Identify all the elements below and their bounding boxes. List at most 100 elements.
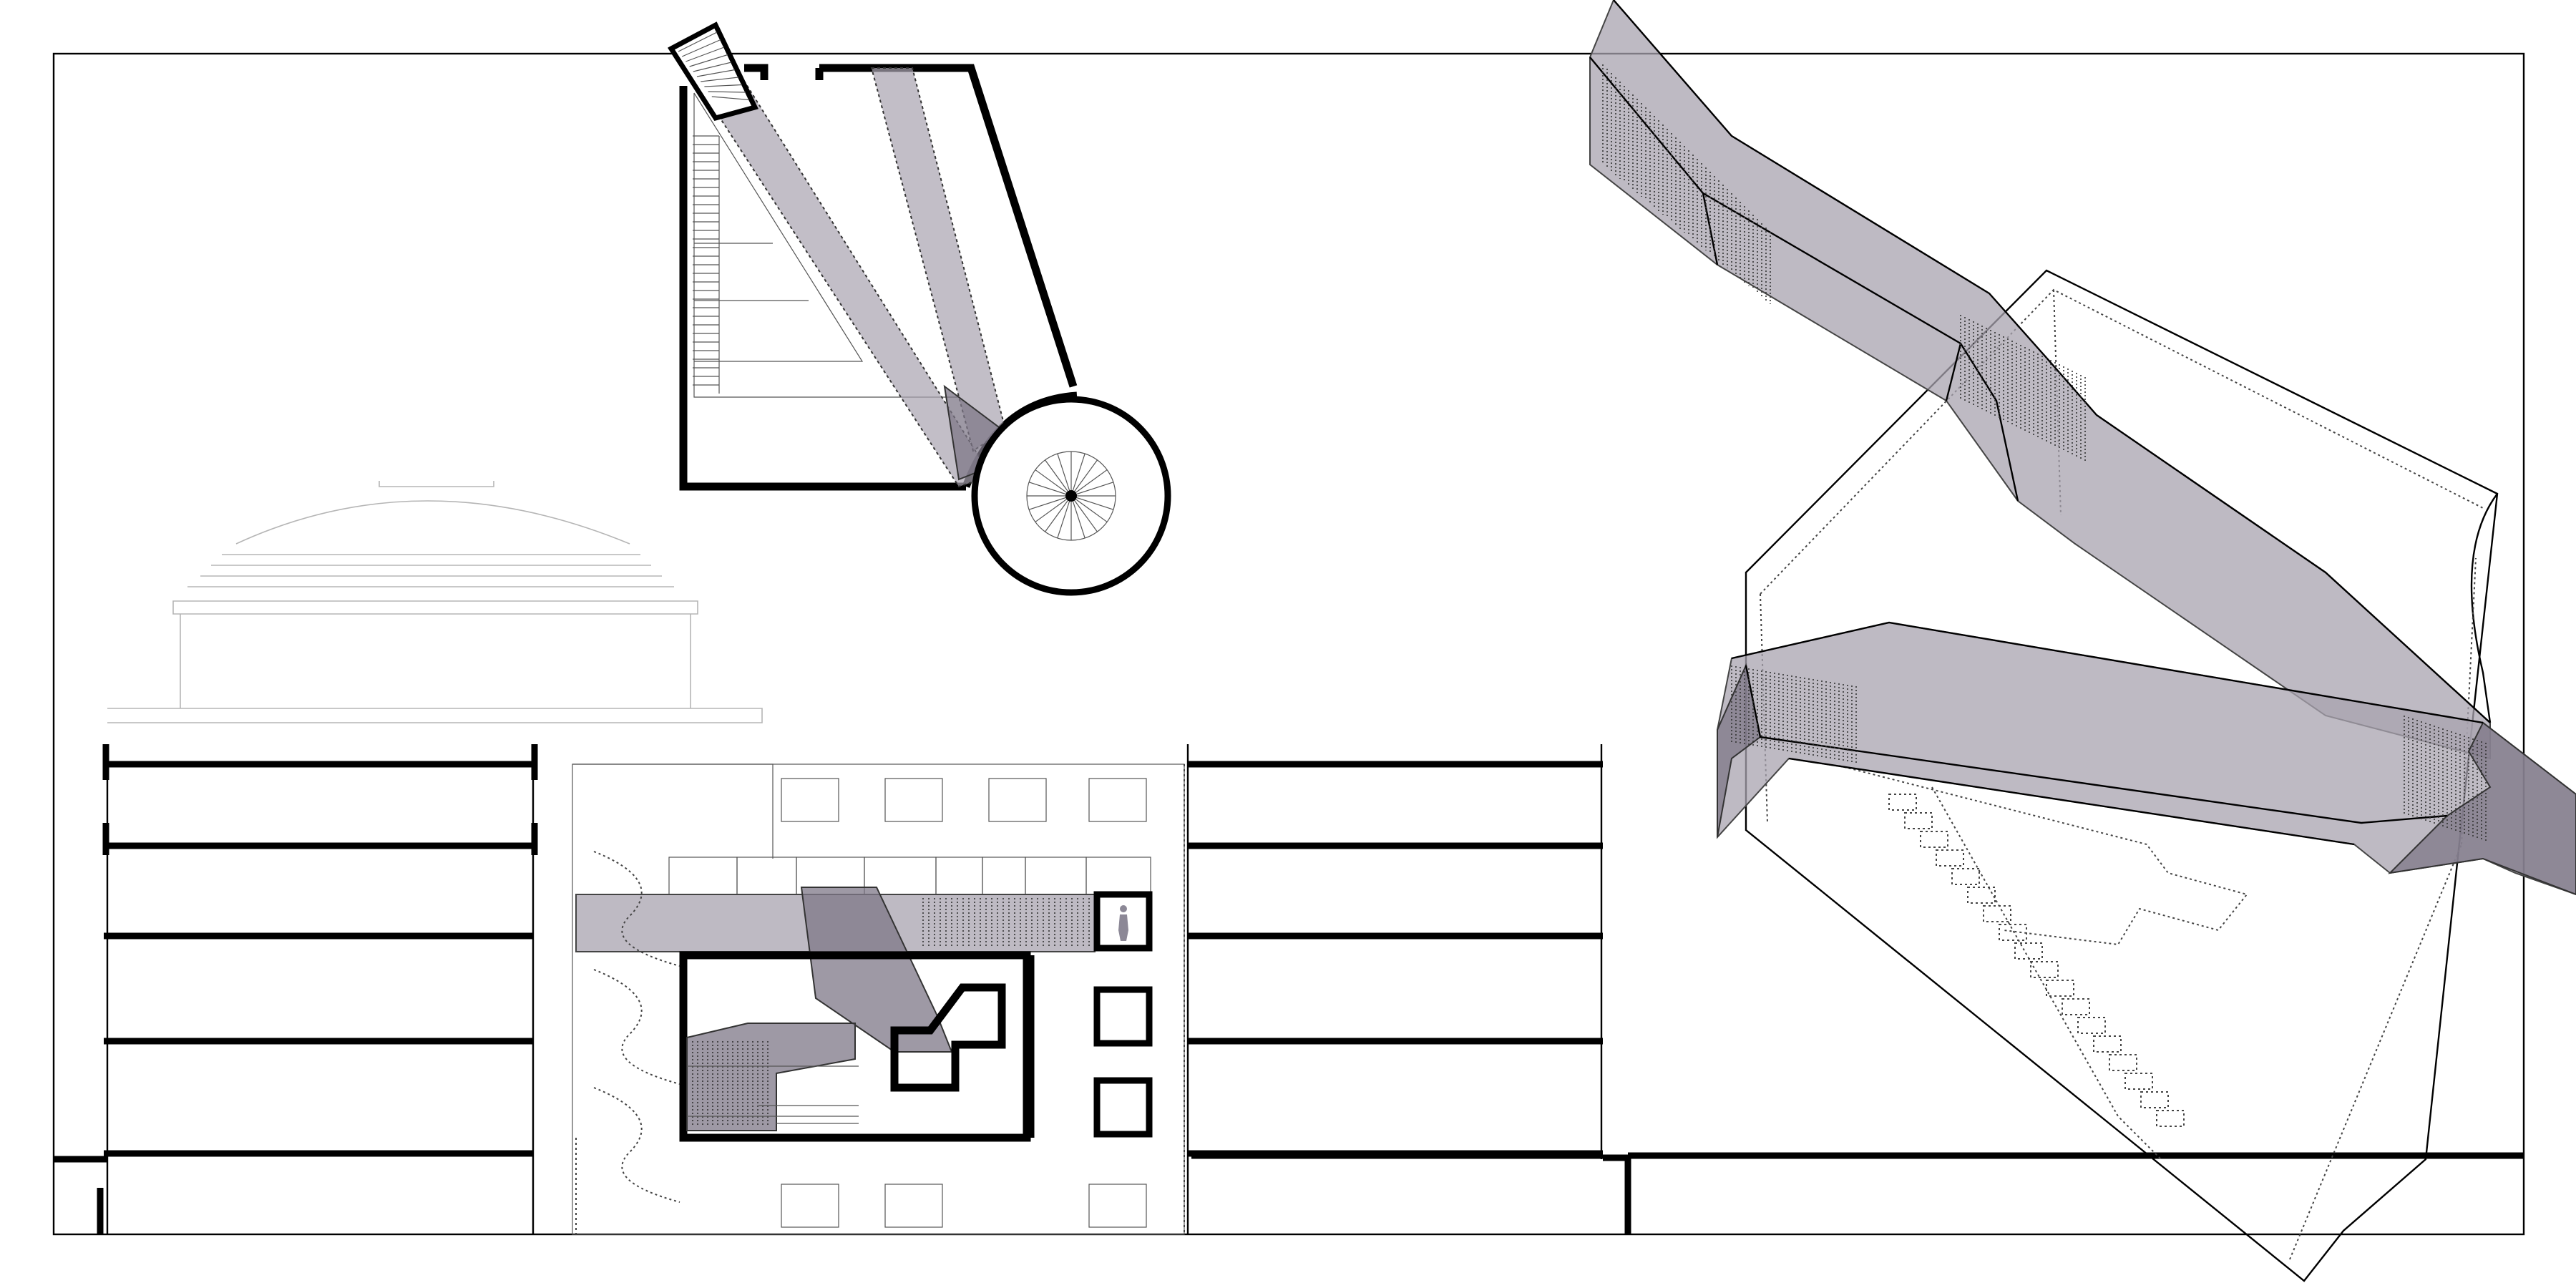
section-band-hatch [922,898,1090,948]
window [781,1184,839,1228]
plan-top-wall-stub [744,64,769,80]
central-column-dotted [575,764,1185,1234]
stair-head-tread [704,84,743,87]
plan-interior-rooms [693,92,959,398]
spiral-tread [1070,453,1085,497]
rooftop-box [736,857,797,895]
axo-ghost-tread [2140,1091,2169,1108]
axo-ghost-tread [1904,812,1933,829]
stair-head-tread [693,62,732,72]
spiral-tread [1045,459,1072,497]
rooftop-box [1025,857,1087,895]
section-lower-hatch [692,1041,769,1127]
left-wing-section [104,761,533,1157]
spiral-stair-treads [1027,452,1116,540]
axo-ghost-tread [2030,961,2059,978]
spiral-tread [1057,495,1072,539]
axo-building-wireframe [1745,269,2499,1282]
window [1088,1184,1147,1228]
window [884,1184,943,1228]
section-box-top [1093,891,1153,952]
axo-building-edges [2470,493,2498,723]
section-floor-lines [687,1065,859,1124]
central-rooftop-boxes [668,857,1151,895]
spiral-tread [1070,495,1085,539]
axo-ghost-outline [1838,765,2248,1160]
central-windows [781,778,1147,1228]
spiral-tread [1035,469,1072,497]
axo-ramp-upper [1589,0,2491,760]
human-figure-icon [1118,905,1128,941]
window [884,778,943,822]
spiral-tread [1028,495,1072,510]
spiral-tread [1070,495,1114,510]
section-core-inner [890,983,1006,1092]
central-building-outline [572,763,1185,1235]
ghost-stair-curve [593,851,680,967]
axo-ghost-tread [2093,1035,2122,1053]
axo-ghost-tread [2046,980,2074,997]
axo-ghost-tread [1936,849,1964,867]
axo-ghost-tread [2124,1073,2153,1090]
axo-ghost-tread [2014,942,2043,960]
axo-ghost-tread [2156,1110,2185,1127]
dome-icon [107,481,763,723]
axonometric-view [1589,0,2576,1282]
section-box-mid [1093,986,1153,1047]
sheet-frame [52,52,2525,1236]
axo-ghost-tread [2062,998,2090,1015]
axo-ghost-tread [1888,794,1917,811]
axo-ramp-upper-edge [2046,357,2491,723]
window [988,778,1047,822]
axo-ghost-tread [1920,831,1948,848]
rooftop-box [668,857,738,895]
plan-stair-head-treads [678,31,750,101]
spiral-tread [1057,453,1072,497]
ghost-stair-curve [593,969,680,1085]
plan-stair-head [668,21,758,122]
rooftop-box [1085,857,1151,895]
ghost-spiral-stairs [593,851,680,1203]
right-wing-section [1188,761,1603,1157]
axo-ghost-tread [2077,1017,2106,1034]
ghost-stair-curve [593,1087,680,1203]
axo-ghost-tread [1999,924,2027,941]
stair-head-tread [701,77,739,82]
spiral-tread [1070,495,1098,532]
stair-head-tread [696,69,736,77]
rooftop-box [982,857,1026,895]
spiral-tread [1070,495,1108,522]
stair-head-tread [678,31,718,52]
axo-ghost-tread [1983,905,2011,922]
spiral-tread [1070,482,1114,497]
stair-head-tread [711,96,750,101]
spiral-tread [1070,459,1098,497]
spiral-tread [1035,495,1072,522]
axo-ghost-tread [2109,1054,2137,1071]
axo-ghost-tread [1967,887,1996,904]
plan-outer-wall [679,64,1078,491]
section-view [54,481,2524,1235]
axo-building-dotted [1760,288,2484,1260]
spiral-stair-core [1065,490,1077,502]
spiral-tread [1028,482,1072,497]
section-box-bottom [1093,1077,1153,1138]
right-wing-base [1191,1152,1631,1234]
central-upper-block [572,763,774,859]
left-wing-base [54,1156,107,1234]
left-wing-column-marks [102,744,538,855]
spiral-tread [1045,495,1072,532]
spiral-tread [1070,469,1108,497]
left-wing-edges [106,744,535,1234]
rooftop-box [935,857,983,895]
axo-ramp-upper-hatch [1602,64,2086,463]
stair-head-tread [686,47,725,62]
right-wing-edges [1186,744,1603,1234]
window [1088,778,1147,822]
stair-head-tread [681,39,721,57]
axo-ghost-stair [1888,794,2185,1127]
axo-ramp-lower-left-face [1717,663,1762,838]
axo-ghost-tread [1951,868,1980,885]
stair-head-tread [689,54,728,67]
